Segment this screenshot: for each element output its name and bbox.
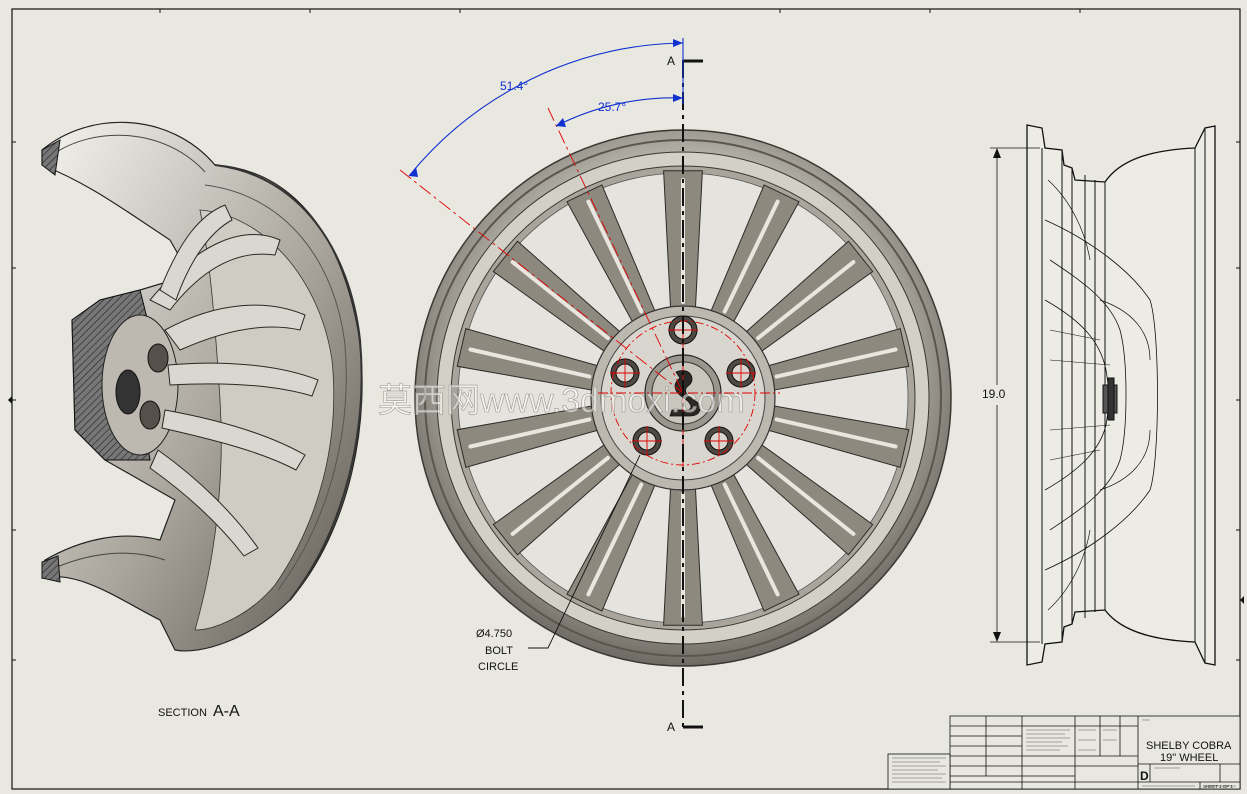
- sheet-number: SHEET 1 OF 1: [1203, 784, 1233, 789]
- spokes: [456, 170, 910, 626]
- section-label: SECTION A-A: [158, 703, 240, 720]
- spoke-highlight: [756, 260, 856, 341]
- bolt-circle-dia: Ø4.750: [476, 628, 512, 640]
- cut-label-top: A: [667, 54, 675, 68]
- diameter-dimension: 19.0: [982, 387, 1006, 401]
- title-block: [887, 715, 1241, 790]
- watermark: 莫西网www.3dmoxi.com: [378, 382, 745, 420]
- spoke-highlight: [774, 347, 898, 379]
- spoke-highlight: [510, 455, 610, 536]
- front-view: A A 51.4° 25.7° Ø4.750 BOLT CIRCLE: [399, 38, 952, 734]
- spoke-highlight: [722, 199, 780, 314]
- spoke-highlight: [774, 417, 898, 449]
- angle-dimensions: [408, 38, 684, 177]
- side-view: [990, 124, 1216, 666]
- cut-label-bottom: A: [667, 720, 675, 734]
- angle-outer-label: 51.4°: [500, 79, 528, 93]
- spoke-highlight: [468, 417, 592, 449]
- title-line2: 19" WHEEL: [1160, 752, 1218, 764]
- section-label-prefix: SECTION: [158, 707, 207, 719]
- spoke-highlight: [756, 455, 856, 536]
- bolt-circle-line1: BOLT: [485, 645, 513, 657]
- bolt-circle-line2: CIRCLE: [478, 661, 518, 673]
- spoke-highlight: [468, 347, 592, 379]
- spoke-highlight: [586, 199, 644, 314]
- spoke-highlight: [586, 482, 644, 597]
- title-line1: SHELBY COBRA: [1146, 740, 1232, 752]
- spoke-highlight: [510, 260, 610, 341]
- spoke-highlight: [722, 482, 780, 597]
- sheet-border: [8, 8, 1241, 790]
- sheet-size: D: [1140, 769, 1149, 783]
- section-view: [41, 121, 363, 652]
- angle-inner-label: 25.7°: [598, 100, 626, 114]
- section-label-name: A-A: [213, 703, 240, 720]
